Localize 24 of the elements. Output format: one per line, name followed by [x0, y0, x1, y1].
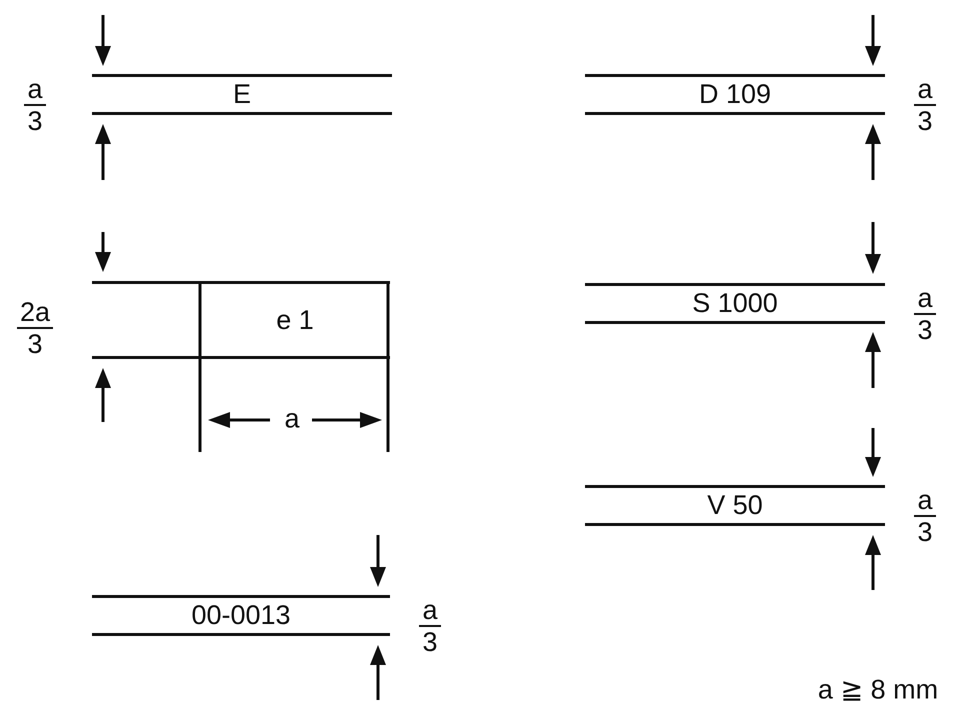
- fraction-denominator: 3: [422, 627, 438, 657]
- fraction-denominator: 3: [27, 106, 43, 136]
- band-label: E: [232, 81, 251, 108]
- band-label: e 1: [276, 306, 314, 334]
- band-label: V 50: [707, 492, 763, 519]
- marking-band: [585, 485, 885, 526]
- fraction-numerator: a: [914, 284, 936, 316]
- fraction-denominator: 3: [917, 315, 933, 345]
- fraction-denominator: 3: [27, 329, 43, 359]
- marking-band: [92, 595, 390, 636]
- marking-band: [92, 74, 392, 115]
- fraction-numerator: a: [24, 75, 46, 106]
- marking-band: [92, 281, 390, 359]
- fraction-denominator: 3: [917, 517, 933, 547]
- fraction-numerator: 2a: [16, 298, 54, 330]
- fraction-numerator: a: [914, 486, 936, 518]
- band-label: 00-0013: [191, 602, 291, 629]
- fraction-denominator: 3: [917, 106, 933, 136]
- band-label: D 109: [698, 81, 772, 108]
- fraction-numerator: a: [914, 75, 936, 106]
- marking-band: [585, 283, 885, 324]
- band-label: S 1000: [692, 290, 778, 317]
- marking-band: [585, 74, 885, 115]
- fraction-numerator: a: [419, 596, 441, 628]
